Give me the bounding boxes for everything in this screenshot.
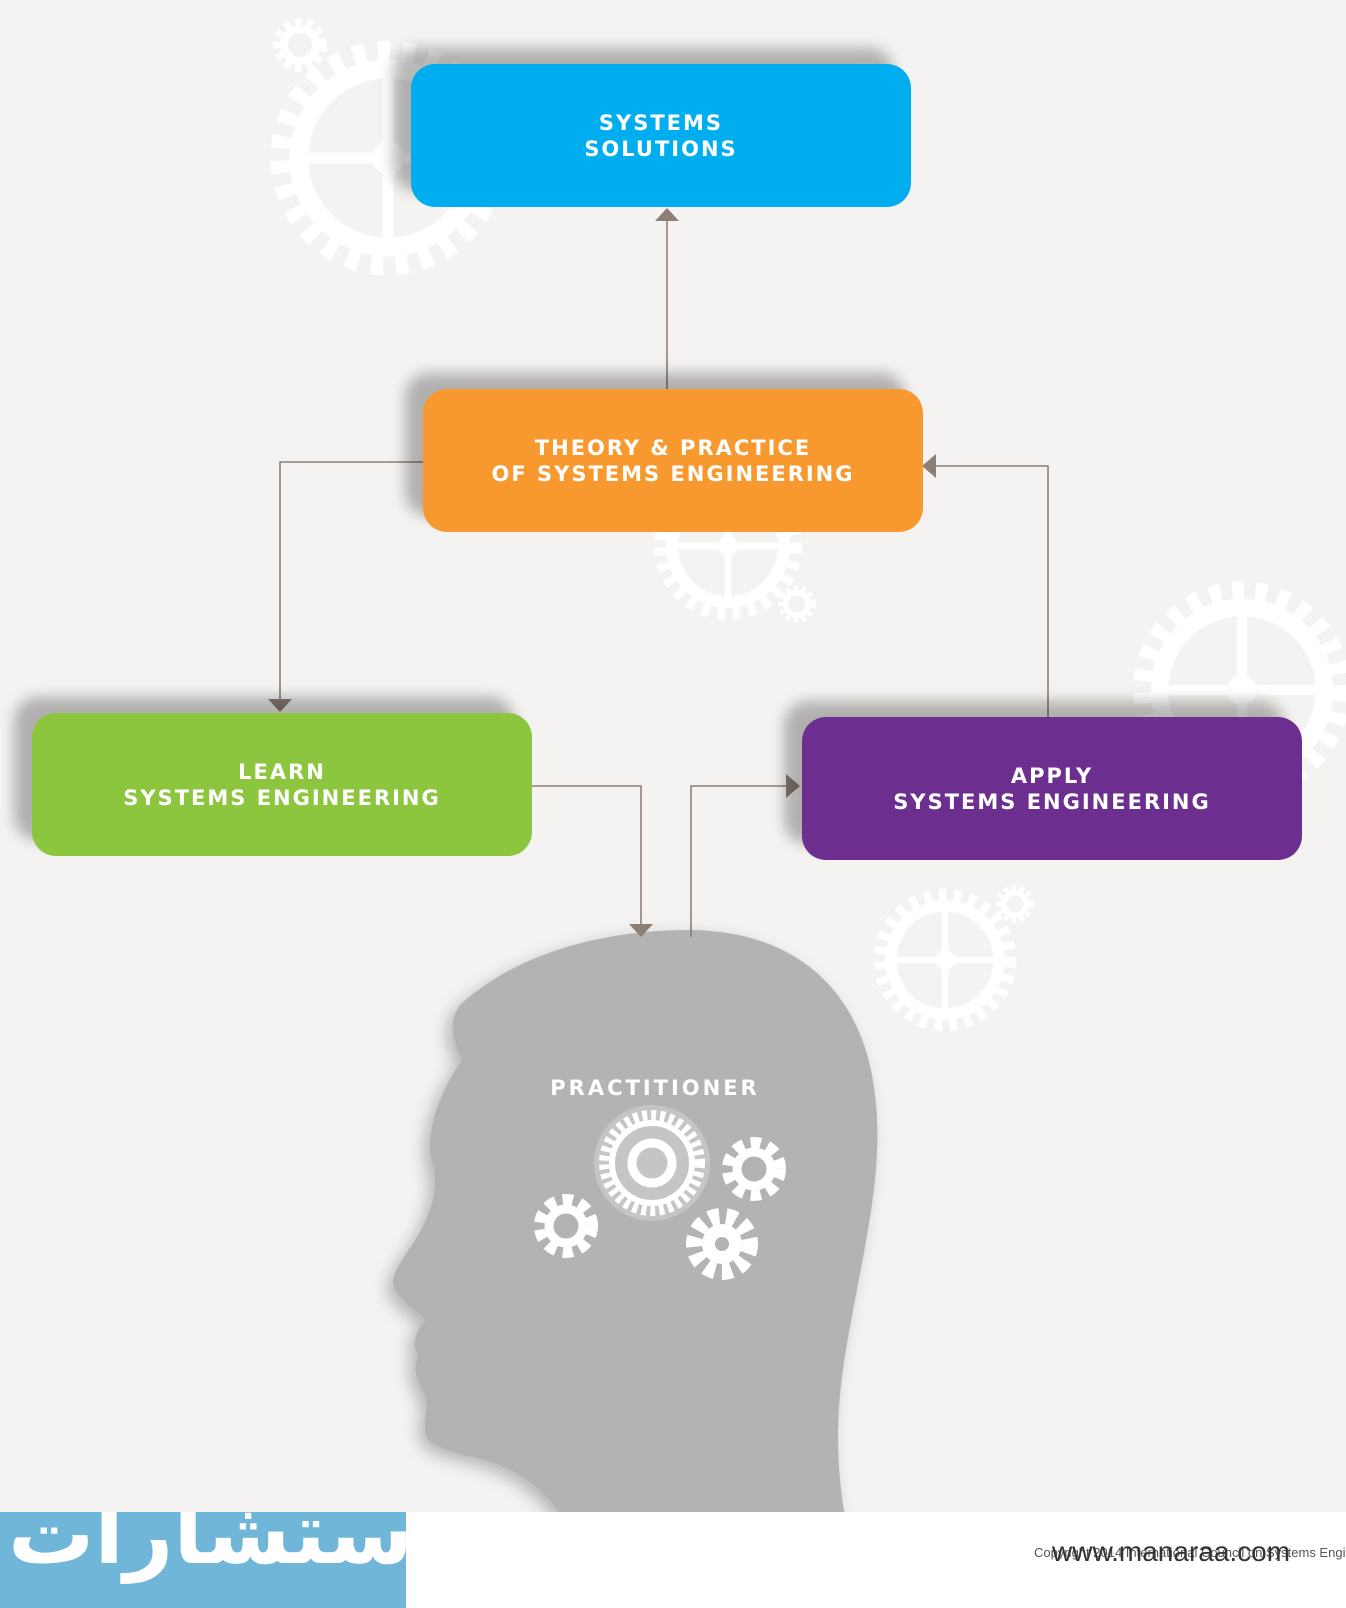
node-label-line: LEARN: [238, 759, 326, 784]
background-gear-icon: [1000, 889, 1031, 920]
logo-wordmark: المنارة للاستشارات: [8, 1512, 406, 1584]
connector-practitioner-to-apply: [690, 785, 790, 937]
footer-logo: المنارة للاستشارات: [0, 1512, 406, 1608]
background-gear-icon: [782, 589, 813, 620]
node-apply-systems-engineering: APPLY SYSTEMS ENGINEERING: [802, 717, 1302, 860]
connector-learn-to-practitioner: [532, 785, 642, 925]
node-theory-practice: THEORY & PRACTICE OF SYSTEMS ENGINEERING: [423, 389, 923, 532]
arrowhead-to-practitioner: [629, 924, 653, 937]
arrowhead-to-learn: [268, 699, 292, 712]
connector-theory-to-learn: [279, 461, 423, 700]
node-systems-solutions: SYSTEMS SOLUTIONS: [411, 64, 911, 207]
copyright-text: Copyright 2014 International Council on …: [1034, 1545, 1346, 1560]
practitioner-head-silhouette: [392, 930, 878, 1608]
head-gear-icon: [686, 1208, 758, 1280]
node-label-line: SYSTEMS ENGINEERING: [893, 789, 1211, 814]
node-label-line: THEORY & PRACTICE: [534, 435, 812, 460]
connector-apply-to-theory: [935, 465, 1049, 722]
head-gear-icon: [534, 1194, 598, 1258]
head-gear-icon: [594, 1105, 710, 1221]
node-learn-systems-engineering: LEARN SYSTEMS ENGINEERING: [32, 713, 532, 856]
node-label-line: OF SYSTEMS ENGINEERING: [491, 461, 855, 486]
practitioner-label: PRACTITIONER: [550, 1076, 760, 1100]
background-gear-icon: [881, 896, 1009, 1024]
node-label-line: SOLUTIONS: [584, 136, 738, 161]
arrowhead-to-theory: [922, 454, 936, 478]
website-link[interactable]: www.manaraa.com: [1052, 1536, 1291, 1567]
background-gear-icon: [278, 23, 322, 67]
arrowhead-to-solutions: [655, 208, 679, 221]
node-label-line: SYSTEMS ENGINEERING: [123, 785, 441, 810]
head-gear-icon: [722, 1137, 786, 1201]
node-label-line: APPLY: [1010, 763, 1094, 788]
node-label-line: SYSTEMS: [598, 110, 724, 135]
arrowhead-to-apply: [786, 774, 800, 798]
